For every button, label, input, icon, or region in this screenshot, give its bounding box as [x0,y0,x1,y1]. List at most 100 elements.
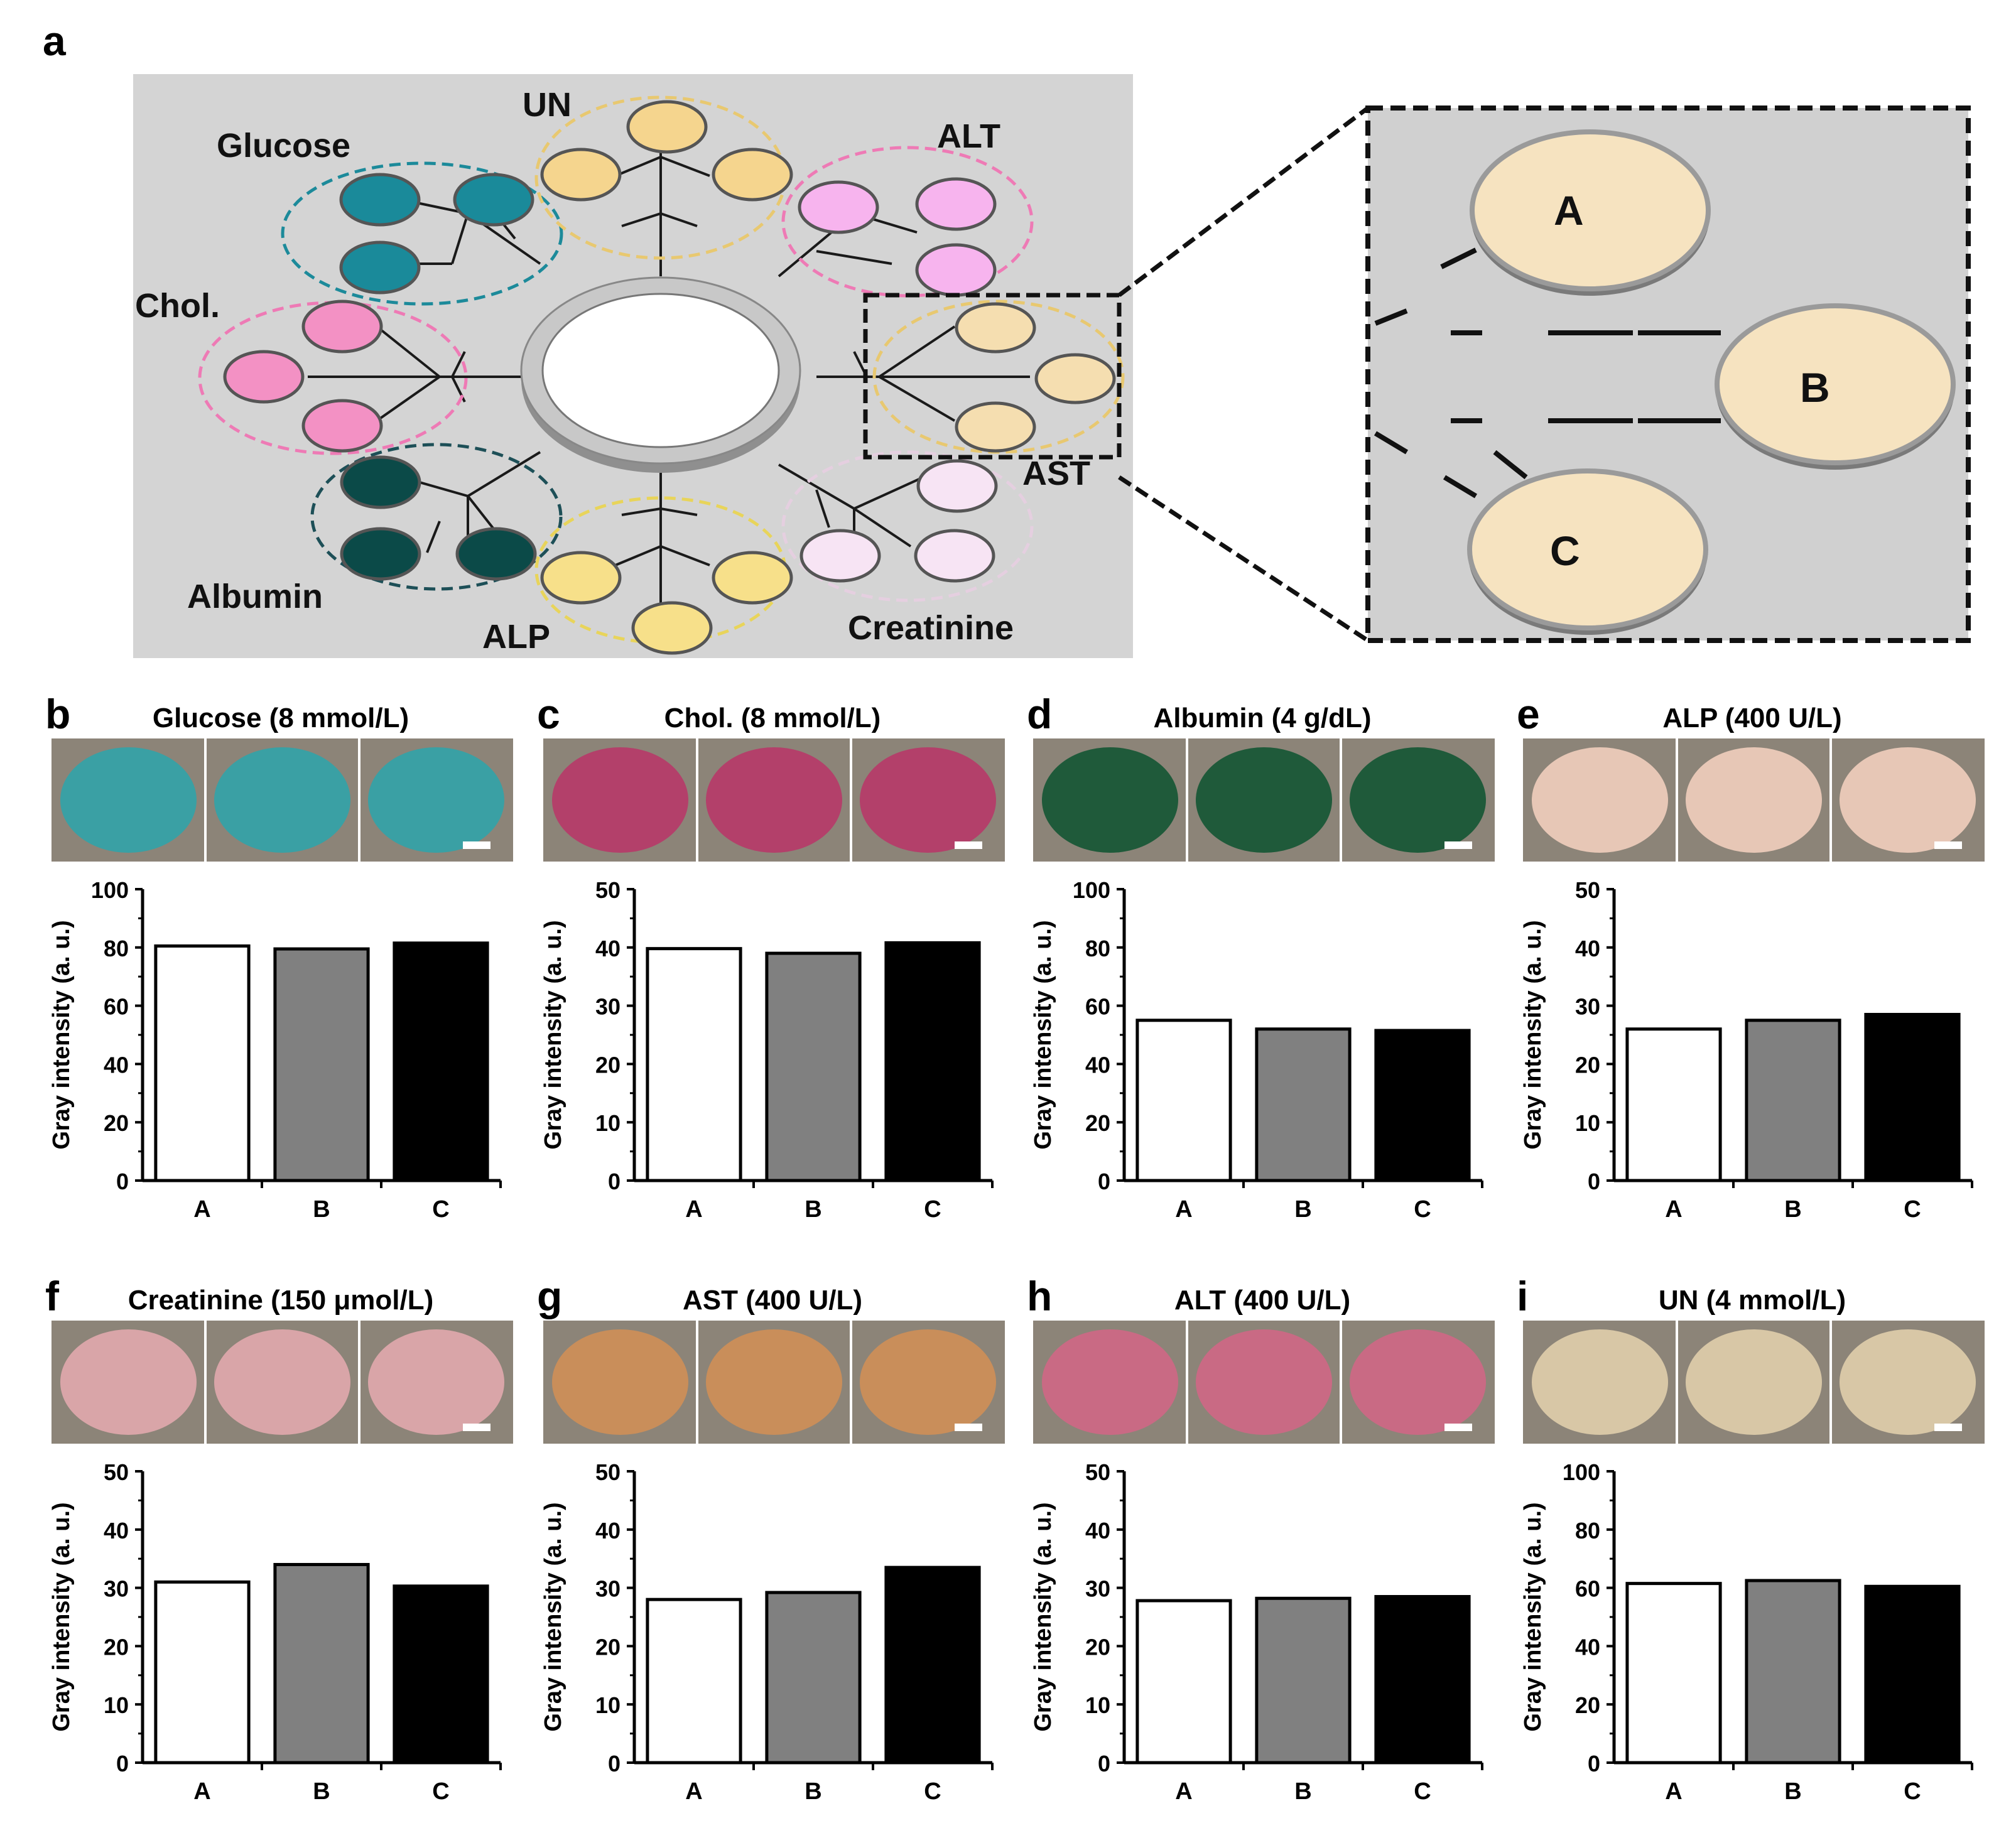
bar-b [273,947,370,1182]
y-tick-label: 80 [1575,1518,1600,1544]
y-tick-label: 30 [104,1576,129,1602]
bar-c [393,1584,489,1765]
y-tick-label: 100 [1073,877,1110,903]
zoom-inset: A B C [1365,105,1971,643]
wells-ast [955,302,1116,453]
y-tick-label: 30 [595,1576,621,1602]
y-tick-label: 20 [104,1634,129,1660]
y-tick-label: 100 [91,877,129,903]
x-tick-label: B [313,1778,330,1805]
x-tick-label: C [1904,1778,1921,1805]
label-creatinine: Creatinine [848,609,1014,647]
y-axis-label: Gray intensity (a. u.) [1520,1502,1546,1731]
bar-a [646,1598,742,1765]
zoom-connector-bottom [1118,475,1369,642]
label-alt: ALT [937,117,1000,155]
y-tick-label: 80 [104,936,129,961]
test-zone-photo [1532,747,1668,853]
y-tick-label: 0 [608,1169,621,1194]
wells-alp [540,551,793,655]
bar-b [1255,1027,1352,1182]
zoom-well-a [1470,129,1711,296]
y-tick-label: 100 [1563,1459,1600,1485]
y-tick-label: 80 [1085,936,1110,961]
zoom-label-c: C [1550,527,1580,574]
test-zone-photo [1196,1329,1332,1435]
y-tick-label: 0 [116,1169,129,1194]
panel-a: a [43,18,1971,658]
bar-c [1864,1584,1961,1765]
y-tick-label: 30 [1085,1576,1110,1602]
panel-letter-a: a [43,18,67,64]
scale-bar [1934,841,1962,849]
y-axis-label: Gray intensity (a. u.) [48,1502,75,1731]
scale-bar [1444,1424,1472,1431]
label-glucose: Glucose [217,127,350,165]
panel-letter-b: b [45,691,70,737]
x-tick-label: C [1904,1196,1921,1223]
x-tick-label: B [1784,1196,1801,1223]
y-tick-label: 40 [1575,1634,1600,1660]
test-zone-photo [1350,1329,1486,1435]
ring-albumin [310,443,563,591]
wells-creatinine [799,459,998,583]
label-ast: AST [1022,455,1090,492]
chart-title: ALT (400 U/L) [1174,1285,1350,1316]
test-zone-photo [1042,1329,1178,1435]
zoom-well-b [1715,303,1956,470]
y-axis-label: Gray intensity (a. u.) [1520,920,1546,1149]
test-zone-photo [706,1329,842,1435]
x-tick-label: B [1294,1778,1311,1805]
scale-bar [463,841,490,849]
y-tick-label: 60 [1575,1576,1600,1602]
test-zone-photo [860,747,996,853]
chart-title: Glucose (8 mmol/L) [153,703,409,733]
y-tick-label: 0 [608,1751,621,1776]
label-alp: ALP [482,618,550,656]
label-chol: Chol. [135,287,220,325]
y-axis-label: Gray intensity (a. u.) [1030,1502,1056,1731]
y-tick-label: 0 [116,1751,129,1776]
panel-letter-e: e [1517,691,1540,737]
bar-c [1864,1013,1961,1182]
x-tick-label: C [1414,1778,1431,1805]
test-zone-photo [214,1329,350,1435]
test-zone-photo [368,1329,504,1435]
bar-a [154,1580,251,1765]
chart-title: Creatinine (150 μmol/L) [128,1285,434,1316]
scale-bar [955,1424,982,1431]
test-zone-photo [552,1329,688,1435]
y-tick-label: 10 [1085,1692,1110,1718]
bar-b [1255,1596,1352,1765]
test-zone-photo [1840,1329,1976,1435]
y-tick-label: 20 [1575,1692,1600,1718]
y-axis-label: Gray intensity (a. u.) [540,920,566,1149]
bar-a [1135,1599,1232,1765]
y-tick-label: 20 [1575,1052,1600,1078]
y-axis-label: Gray intensity (a. u.) [540,1502,566,1731]
panel-letter-g: g [537,1273,562,1319]
test-zone-photo [706,747,842,853]
y-tick-label: 50 [1575,877,1600,903]
group-labels: Glucose UN ALT Chol. AST Albumin ALP Cre… [135,86,1090,656]
scale-bar [1934,1424,1962,1431]
ring-glucose [281,161,563,306]
bar-c [1374,1029,1471,1182]
bar-a [154,944,251,1182]
chart-title: Chol. (8 mmol/L) [664,703,881,733]
test-zone-photo [1686,747,1822,853]
bar-b [765,951,862,1182]
bar-c [1374,1595,1471,1765]
zoom-source-box [863,293,1122,460]
zoom-label-a: A [1554,187,1584,234]
y-tick-label: 10 [595,1692,621,1718]
y-tick-label: 40 [104,1052,129,1078]
x-tick-label: A [1175,1196,1192,1223]
x-tick-label: C [1414,1196,1431,1223]
panel-letter-f: f [45,1273,60,1319]
